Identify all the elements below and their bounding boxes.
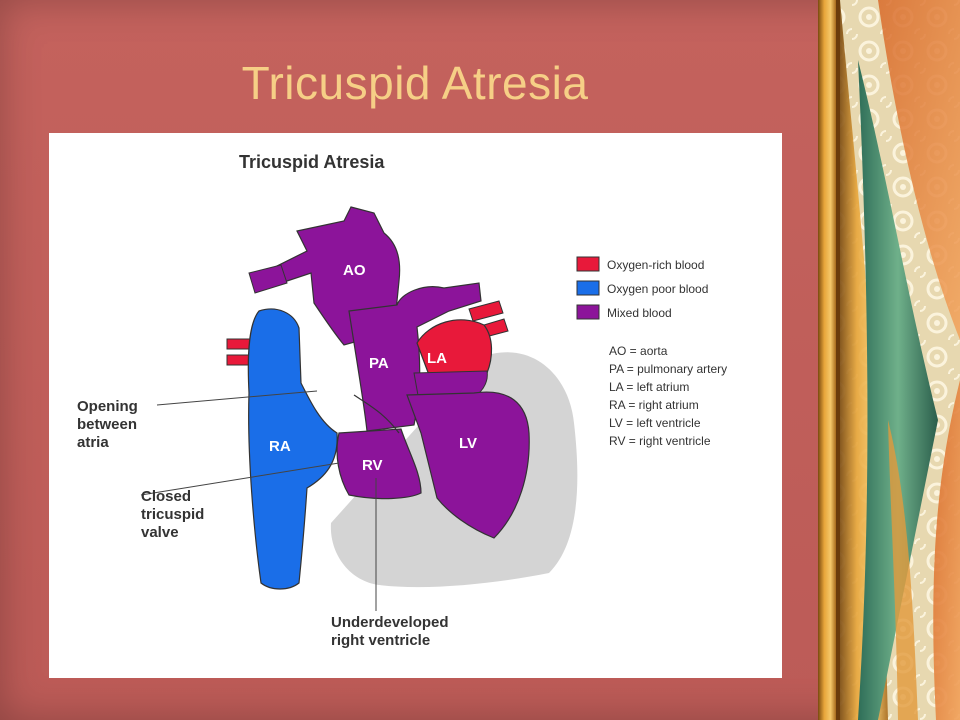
callout-under-line-2: right ventricle [331, 632, 430, 649]
callout-underdeveloped-rv: Underdeveloped right ventricle [331, 614, 453, 649]
pulmonary-vein-right-upper [468, 300, 504, 322]
abbreviation-key: AO = aorta PA = pulmonary artery LA = le… [609, 344, 727, 448]
legend-swatch-oxygen-rich [576, 256, 600, 272]
callout-opening-line-3: atria [77, 434, 109, 451]
callout-line-closed-valve [140, 462, 340, 496]
abbr-la: LA = left atrium [609, 380, 689, 394]
right-atrium [247, 308, 338, 590]
right-ventricle [336, 428, 422, 500]
legend-label-oxygen-rich: Oxygen-rich blood [607, 258, 704, 272]
label-la: LA [427, 350, 447, 367]
legend-swatch-mixed [576, 304, 600, 320]
aorta-branch-left [248, 264, 288, 294]
left-ventricle [406, 391, 530, 539]
callout-closed-line-3: valve [141, 524, 179, 541]
legend: Oxygen-rich blood Oxygen poor blood Mixe… [576, 256, 708, 320]
legend-label-mixed: Mixed blood [607, 306, 672, 320]
label-rv: RV [362, 457, 383, 474]
label-ra: RA [269, 438, 291, 455]
callout-opening-between-atria: Opening between atria [77, 398, 142, 451]
callout-under-line-1: Underdeveloped [331, 614, 449, 631]
label-ao: AO [343, 262, 366, 279]
abbr-lv: LV = left ventricle [609, 416, 701, 430]
legend-swatch-oxygen-poor [576, 280, 600, 296]
legend-label-oxygen-poor: Oxygen poor blood [607, 282, 708, 296]
callout-closed-line-1: Closed [141, 488, 191, 505]
left-atrium [416, 319, 493, 376]
label-pa: PA [369, 355, 389, 372]
heart-diagram: Tricuspid Atresia AO PA LA RA RV LV [77, 152, 727, 649]
callout-opening-line-2: between [77, 416, 137, 433]
abbr-pa: PA = pulmonary artery [609, 362, 727, 376]
abbr-rv: RV = right ventricle [609, 434, 711, 448]
septum [353, 394, 400, 434]
callout-closed-line-2: tricuspid [141, 506, 204, 523]
abbr-ao: AO = aorta [609, 344, 668, 358]
callout-line-opening [156, 390, 318, 406]
diagram-heading: Tricuspid Atresia [239, 152, 385, 172]
callout-opening-line-1: Opening [77, 398, 138, 415]
slide-title: Tricuspid Atresia [241, 57, 589, 109]
decorative-side-panel [818, 0, 960, 720]
callout-closed-tricuspid-valve: Closed tricuspid valve [141, 488, 209, 541]
abbr-ra: RA = right atrium [609, 398, 699, 412]
label-lv: LV [459, 435, 477, 452]
diagram-panel: Tricuspid Atresia AO PA LA RA RV LV [49, 133, 782, 678]
